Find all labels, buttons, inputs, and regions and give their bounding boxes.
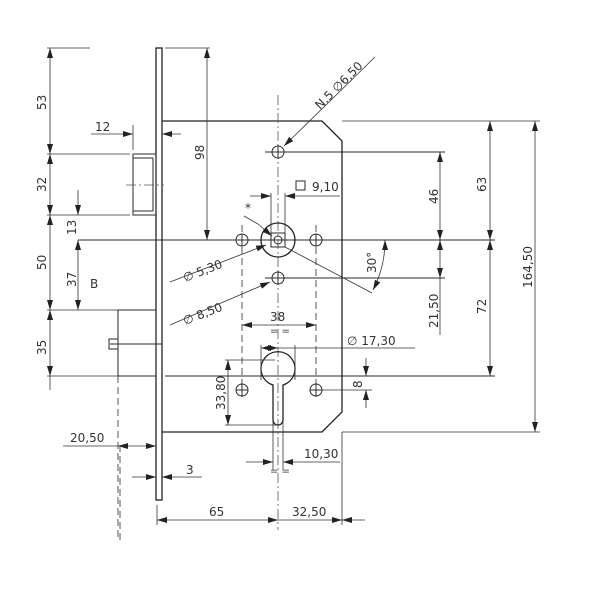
dim-37: 37 xyxy=(65,272,79,287)
dim-9-10: 9,10 xyxy=(312,180,339,194)
dim-13: 13 xyxy=(65,220,79,235)
dim-164-50: 164,50 xyxy=(521,246,535,288)
dim-32-50: 32,50 xyxy=(292,505,326,519)
faceplate xyxy=(155,47,163,501)
dim-35: 35 xyxy=(35,340,49,355)
dim-33-80: 33,80 xyxy=(214,376,228,410)
spindle-hub xyxy=(260,222,296,258)
dim-8: 8 xyxy=(351,380,365,388)
dim-holes: N.5 ∅6,50 xyxy=(312,59,365,112)
dim-17-30: ∅ 17,30 xyxy=(347,334,396,348)
eq-mark-38: = = xyxy=(270,326,290,337)
dim-21-50: 21,50 xyxy=(427,294,441,328)
dim-65: 65 xyxy=(209,505,224,519)
angle-30: 30° xyxy=(365,252,379,273)
dim-32: 32 xyxy=(35,177,49,192)
label-b: B xyxy=(90,277,98,291)
dead-bolt xyxy=(108,309,162,540)
dim-46: 46 xyxy=(427,189,441,204)
dim-20-50: 20,50 xyxy=(70,431,104,445)
dim-53: 53 xyxy=(35,95,49,110)
dim-98: 98 xyxy=(193,145,207,160)
dim-3: 3 xyxy=(186,463,194,477)
dim-8-50: ∅ 8,50 xyxy=(181,300,224,328)
latch-bolt xyxy=(126,153,164,216)
dim-63: 63 xyxy=(475,177,489,192)
dim-12: 12 xyxy=(95,120,110,134)
lock-case xyxy=(162,120,343,433)
eq-mark-10-30: = = xyxy=(270,466,290,477)
screw-holes xyxy=(235,145,323,397)
dim-10-30: 10,30 xyxy=(304,447,338,461)
note-star: * xyxy=(245,201,251,215)
dim-72: 72 xyxy=(475,299,489,314)
dim-50: 50 xyxy=(35,255,49,270)
cylinder-profile xyxy=(260,351,296,426)
dim-38: 38 xyxy=(270,310,285,324)
square-icon xyxy=(295,180,306,191)
dim-5-30: ∅ 5,30 xyxy=(181,257,224,285)
